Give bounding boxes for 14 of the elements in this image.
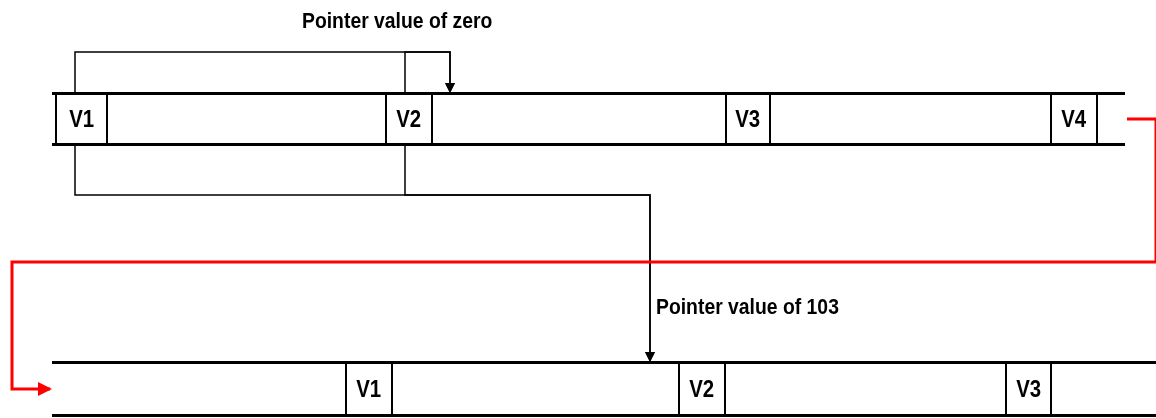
frame-strip [52, 361, 1156, 417]
edge-label: Pointer value of zero [302, 8, 493, 34]
byte-cell: V1 [55, 92, 108, 146]
edge-label: Pointer value of 103 [656, 294, 839, 320]
continuation-arrow [10, 117, 1156, 396]
byte-cell: V1 [345, 361, 393, 417]
byte-cell: V4 [1050, 92, 1098, 146]
pointer-arrow [404, 51, 455, 93]
byte-cell: V2 [385, 92, 433, 146]
byte-cell: V3 [1005, 361, 1052, 417]
byte-cell: V2 [678, 361, 726, 417]
pointer-arrow [404, 145, 655, 362]
byte-cell: V3 [725, 92, 771, 146]
frame-strip [52, 92, 1125, 146]
